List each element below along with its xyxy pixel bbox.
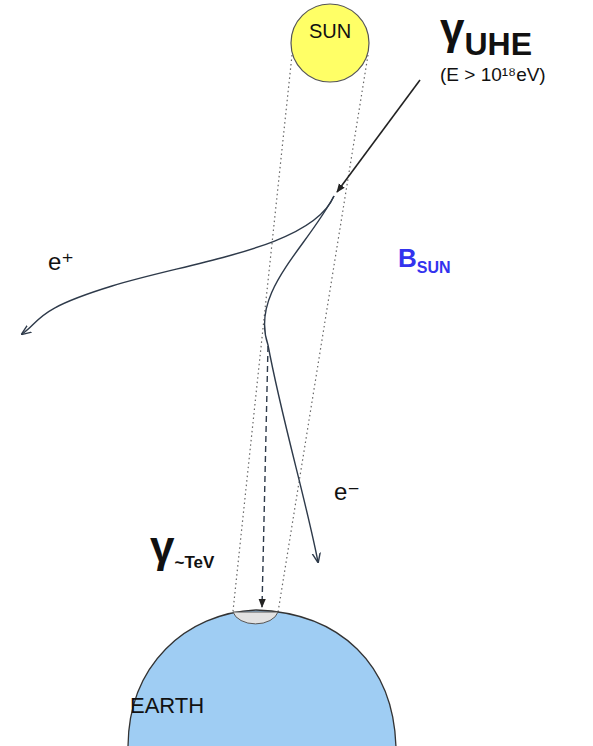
detector xyxy=(233,612,278,624)
energy-note: (E > 10¹⁸eV) xyxy=(440,64,546,86)
view-cone-line xyxy=(233,55,292,612)
view-cone-line xyxy=(278,55,368,612)
uhe-photon-arrow xyxy=(337,80,420,192)
photon-symbol: γ~TeV xyxy=(150,522,214,573)
tev-photon-arrow xyxy=(262,346,268,607)
earth-name: EARTH xyxy=(130,693,402,719)
particle-symbol: e⁻ xyxy=(334,478,360,506)
sun-disc xyxy=(291,4,369,82)
particle-symbol: e⁺ xyxy=(48,248,74,276)
earth-dome-outline xyxy=(126,605,398,746)
sun-circle-outline xyxy=(290,3,370,83)
sun-name: SUN xyxy=(290,20,370,43)
photon-symbol: γUHE xyxy=(440,4,532,63)
field-symbol: BSUN xyxy=(398,244,451,277)
electron-track xyxy=(264,196,334,562)
earth-surface xyxy=(128,610,396,746)
sun-circle: SUN xyxy=(290,3,370,83)
earth-dome: EARTH xyxy=(126,605,398,746)
